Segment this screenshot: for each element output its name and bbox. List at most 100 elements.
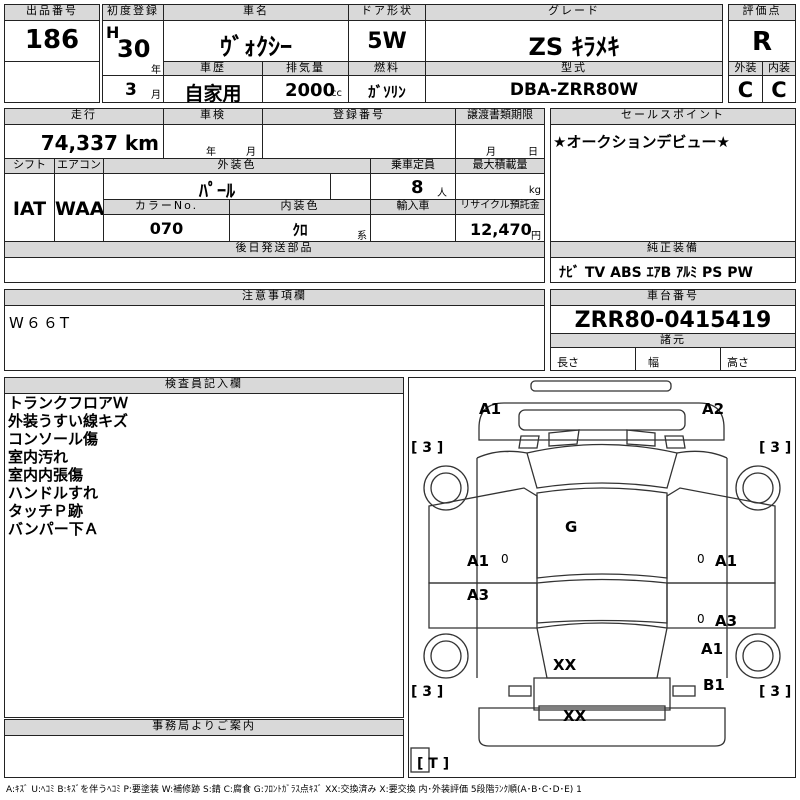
recycle-fee: 12,470	[470, 220, 532, 239]
tire-score-rear-left: [ 3 ]	[411, 684, 444, 700]
displacement-label: 排気量	[262, 61, 349, 76]
tailgate-outline	[533, 677, 671, 711]
capacity-label: 乗車定員	[370, 158, 456, 174]
inspector-line-1: トランクフロアＷ	[8, 394, 129, 412]
score-label: 評価点	[728, 4, 796, 21]
fuel-label: 燃料	[348, 61, 426, 76]
chassis-box: ZRR80-0415419	[550, 305, 796, 335]
transfer-month: 月	[486, 147, 496, 158]
transfer-box: 月 日	[455, 124, 545, 159]
lot-number: 186	[24, 25, 80, 55]
zero-left: 0	[501, 552, 509, 566]
legend: A:ｷｽﾞ U:ﾍｺﾐ B:ｷｽﾞを伴うﾍｺﾐ P:要塗装 W:補修跡 S:錆 …	[6, 785, 582, 795]
later-parts-label: 後日発送部品	[4, 241, 545, 258]
inspector-line-2: 外装うすい線キズ	[8, 412, 129, 430]
interior-score-box: C	[762, 75, 796, 103]
width-box: 幅	[635, 347, 721, 371]
fuel-box: ｶﾞｿﾘﾝ	[348, 75, 426, 103]
ext-color-extra	[330, 173, 371, 200]
notes: W６６T	[9, 314, 71, 332]
lot-label: 出品番号	[4, 4, 100, 21]
inspection-label: 車検	[163, 108, 263, 125]
grille-outline	[518, 409, 686, 431]
lot-blank	[4, 61, 100, 103]
wheel-front-left	[430, 472, 462, 504]
grade: ZS ｷﾗﾒｷ	[528, 33, 620, 61]
tire-front-left	[423, 465, 469, 511]
damage-rear-glass: XX	[553, 656, 577, 674]
later-parts-box	[4, 257, 545, 283]
ext-color-box: ﾊﾟｰﾙ	[103, 173, 331, 202]
car-name-box: ｳﾞｫｸｼｰ	[163, 20, 349, 62]
aircon-box: WAA	[54, 173, 105, 242]
width-label: 幅	[648, 356, 659, 369]
history-box: 自家用	[163, 75, 263, 105]
tire-front-right	[735, 465, 781, 511]
displacement: 2000	[285, 80, 336, 101]
reg-year: 30	[117, 35, 151, 63]
int-color-box: ｸﾛ 系	[229, 214, 371, 242]
capacity: 8	[411, 177, 424, 198]
mileage-box: 74,337 km	[4, 124, 164, 159]
inspector-line-5: 室内内張傷	[8, 466, 84, 484]
inspector-line-8: バンパー下Ａ	[8, 520, 99, 538]
month-unit: 月	[151, 90, 161, 101]
notes-label: 注意事項欄	[4, 289, 545, 306]
year-unit: 年	[151, 65, 161, 76]
shift: IAT	[12, 198, 47, 220]
model: DBA-ZRR80W	[509, 80, 639, 100]
interior-score: C	[771, 78, 787, 102]
interior-label: 内装	[762, 61, 796, 76]
inspector-line-6: ハンドルすれ	[8, 484, 99, 502]
rear-lamp-left	[508, 685, 532, 697]
import-box	[370, 214, 456, 242]
shift-label: シフト	[4, 158, 55, 174]
model-label: 型式	[425, 61, 723, 76]
damage-right-rear-panel: A1	[701, 640, 724, 658]
int-color: ｸﾛ	[292, 221, 308, 239]
length-label: 長さ	[557, 356, 579, 369]
tire-score-front-right: [ 3 ]	[759, 440, 792, 456]
reg-no-label: 登録番号	[262, 108, 456, 125]
lot-box: 186	[4, 20, 100, 62]
load-unit: kg	[528, 185, 541, 196]
max-load-label: 最大積載量	[455, 158, 545, 174]
wiper-left	[518, 435, 540, 449]
damage-left-front-door: A1	[467, 552, 490, 570]
tire-rear-left	[423, 633, 469, 679]
exterior-score-box: C	[728, 75, 763, 103]
color-no-box: 070	[103, 214, 230, 242]
ext-color: ﾊﾟｰﾙ	[199, 181, 235, 202]
import-label: 輸入車	[370, 199, 456, 215]
chassis-number: ZRR80-0415419	[574, 308, 772, 333]
front-body-outline	[478, 402, 725, 441]
spare-tyre-score: [ T ]	[417, 756, 450, 772]
roof-outline	[536, 487, 668, 579]
car-name: ｳﾞｫｸｼｰ	[220, 33, 292, 61]
shift-box: IAT	[4, 173, 55, 242]
rear-lamp-right	[672, 685, 696, 697]
genuine-label: 純正装備	[550, 241, 796, 258]
recycle-box: 12,470 円	[455, 214, 545, 242]
spare-tyre-box	[410, 747, 430, 773]
transfer-day: 日	[528, 147, 538, 158]
wiper-right	[664, 435, 686, 449]
damage-right-rear-corner: B1	[703, 676, 725, 694]
notes-box: W６６T	[4, 305, 545, 371]
inspection-year: 年	[206, 147, 216, 158]
rear-glass-outline	[536, 622, 668, 679]
zero-right: 0	[697, 552, 705, 566]
zero-right-rear: 0	[697, 612, 705, 626]
wheel-rear-left	[430, 640, 462, 672]
recycle-label: リサイクル預託金	[455, 199, 545, 215]
displacement-unit: cc	[331, 88, 342, 99]
right-front-door	[666, 487, 776, 584]
exterior-score: C	[737, 78, 754, 102]
aircon-label: エアコン	[54, 158, 104, 174]
height-label: 高さ	[727, 356, 749, 369]
transfer-label: 譲渡書類期限	[455, 108, 545, 125]
era: H	[106, 23, 120, 42]
fuel: ｶﾞｿﾘﾝ	[368, 83, 406, 101]
door-label: ドア形状	[348, 4, 426, 21]
grade-label: グレード	[425, 4, 723, 21]
